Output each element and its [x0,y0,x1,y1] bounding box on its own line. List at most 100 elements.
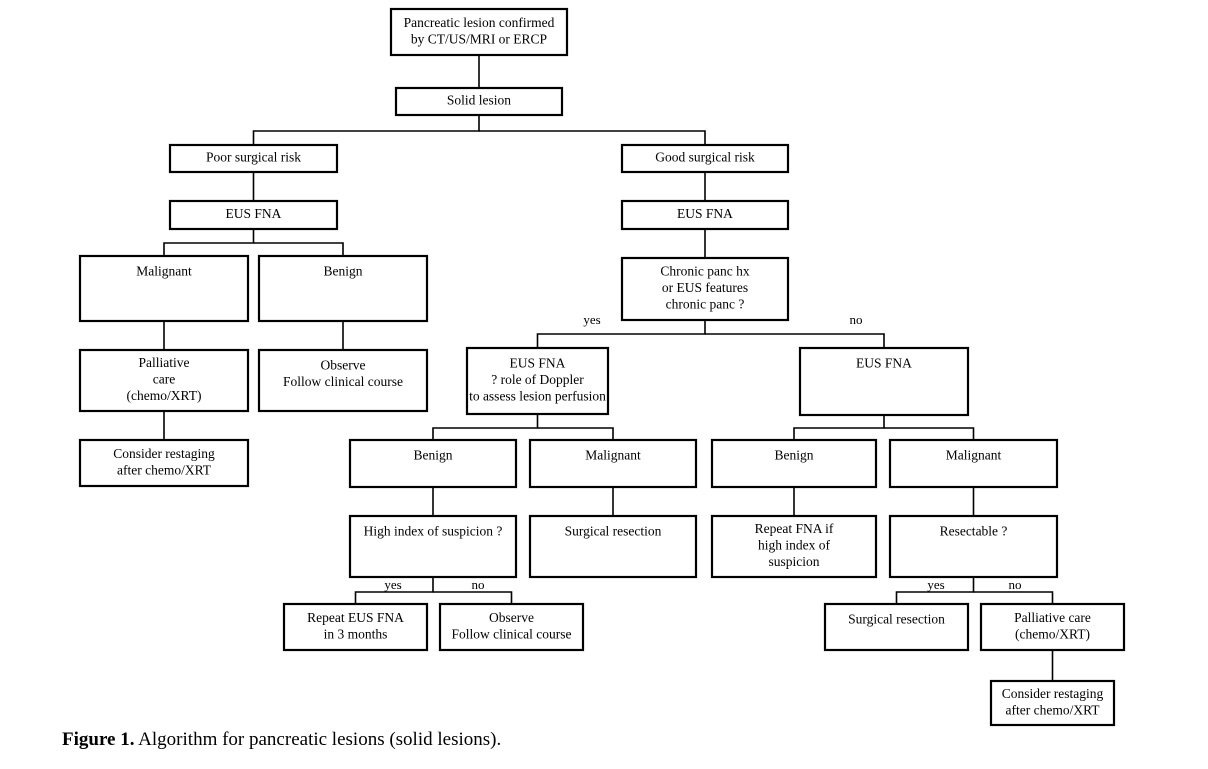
flow-node-label: Observe [489,610,534,625]
flow-node-box [78,438,250,488]
flow-node-label: Surgical resection [565,523,662,538]
flow-node-box [282,602,429,652]
flow-node: Palliative care(chemo/XRT) [979,602,1126,652]
flow-node-label: Good surgical risk [655,150,755,165]
flow-edge-label: no [472,577,485,592]
flow-node-box [989,679,1116,727]
flow-node-label: Consider restaging [1002,686,1104,701]
flow-node-box [394,86,564,117]
flow-node-box [710,514,878,579]
flow-node: Solid lesion [394,86,564,117]
flow-node-label: Surgical resection [848,611,945,626]
flow-node-box [348,514,518,579]
flow-node-label: Observe [321,357,366,372]
flow-node-label: Poor surgical risk [206,150,301,165]
flow-node-label: chronic panc ? [666,297,745,312]
flow-node: Surgical resection [528,514,698,579]
flow-node: Malignant [888,438,1059,489]
flow-connector [884,427,975,440]
flow-node-box [168,199,339,231]
flow-node-label: Malignant [585,447,641,462]
flow-node-label: by CT/US/MRI or ERCP [411,31,547,46]
flow-connector [536,320,706,348]
flow-node-box [78,348,250,413]
flow-node-label: ? role of Doppler [491,372,584,387]
flow-node-label: after chemo/XRT [1005,702,1100,717]
flow-node-label: or EUS features [662,280,748,295]
flow-node: Benign [710,438,878,489]
flow-node-box [257,254,429,323]
flow-node-label: after chemo/XRT [117,462,212,477]
figure-caption: Figure 1. Algorithm for pancreatic lesio… [62,729,501,751]
flow-edge-label: yes [927,577,944,592]
flow-node: Malignant [528,438,698,489]
flow-node: EUS FNA [798,346,970,417]
flow-node-label: Solid lesion [447,93,511,108]
figure-caption-text: Algorithm for pancreatic lesions (solid … [134,729,502,750]
flow-node: High index of suspicion ? [348,514,518,579]
flow-node: Surgical resection [823,602,970,652]
flow-node-box [620,143,790,174]
flow-node-box [348,438,518,489]
flow-node-label: EUS FNA [677,206,733,221]
flow-edge-label: no [1009,577,1022,592]
flow-node-label: Palliative care [1014,610,1091,625]
flow-node-box [620,256,790,322]
flow-node-box [710,438,878,489]
flow-node: Malignant [78,254,250,323]
flow-connector [432,414,539,440]
flow-node-label: Follow clinical course [283,374,403,389]
flow-node-label: high index of [758,538,830,553]
flow-node: Benign [257,254,429,323]
flow-connector [163,229,255,256]
flow-node-label: Benign [414,447,453,462]
flow-node-label: (chemo/XRT) [127,388,202,403]
flow-node-label: Malignant [136,263,192,278]
edge-label-layer: yes no yes no yes no [384,312,1021,592]
flow-node-label: EUS FNA [226,206,282,221]
flow-connector [479,130,706,145]
flow-node-box [78,254,250,323]
flow-connector [895,577,975,604]
flow-node-label: EUS FNA [856,355,912,370]
flow-node-box [528,438,698,489]
flow-node: EUS FNA [620,199,790,231]
flow-connector [973,591,1054,604]
flow-node-label: Follow clinical course [452,626,572,641]
flow-node-label: Chronic panc hx [660,264,749,279]
flow-node: Benign [348,438,518,489]
flow-node-box [438,602,585,652]
flow-connector [253,242,344,256]
flow-node-label: Repeat FNA if [755,521,834,536]
flow-node-box [465,346,610,416]
flow-edge-label: no [850,312,863,327]
flow-node-label: to assess lesion perfusion [469,389,606,404]
flow-node-label: High index of suspicion ? [364,523,503,538]
flow-node-label: (chemo/XRT) [1015,626,1090,641]
flow-connector [252,115,480,145]
flow-node-box [620,199,790,231]
connector-layer [163,55,1054,681]
flow-edge-label: yes [384,577,401,592]
flow-node-box [979,602,1126,652]
flow-node: Poor surgical risk [168,143,339,174]
flow-node-label: in 3 months [324,626,388,641]
flow-node-box [888,514,1059,579]
flow-node-box [798,346,970,417]
flow-node: Resectable ? [888,514,1059,579]
flow-node-label: suspicion [768,554,819,569]
flow-node-box [168,143,339,174]
flow-edge-label: yes [583,312,600,327]
flow-node-label: Benign [775,447,814,462]
